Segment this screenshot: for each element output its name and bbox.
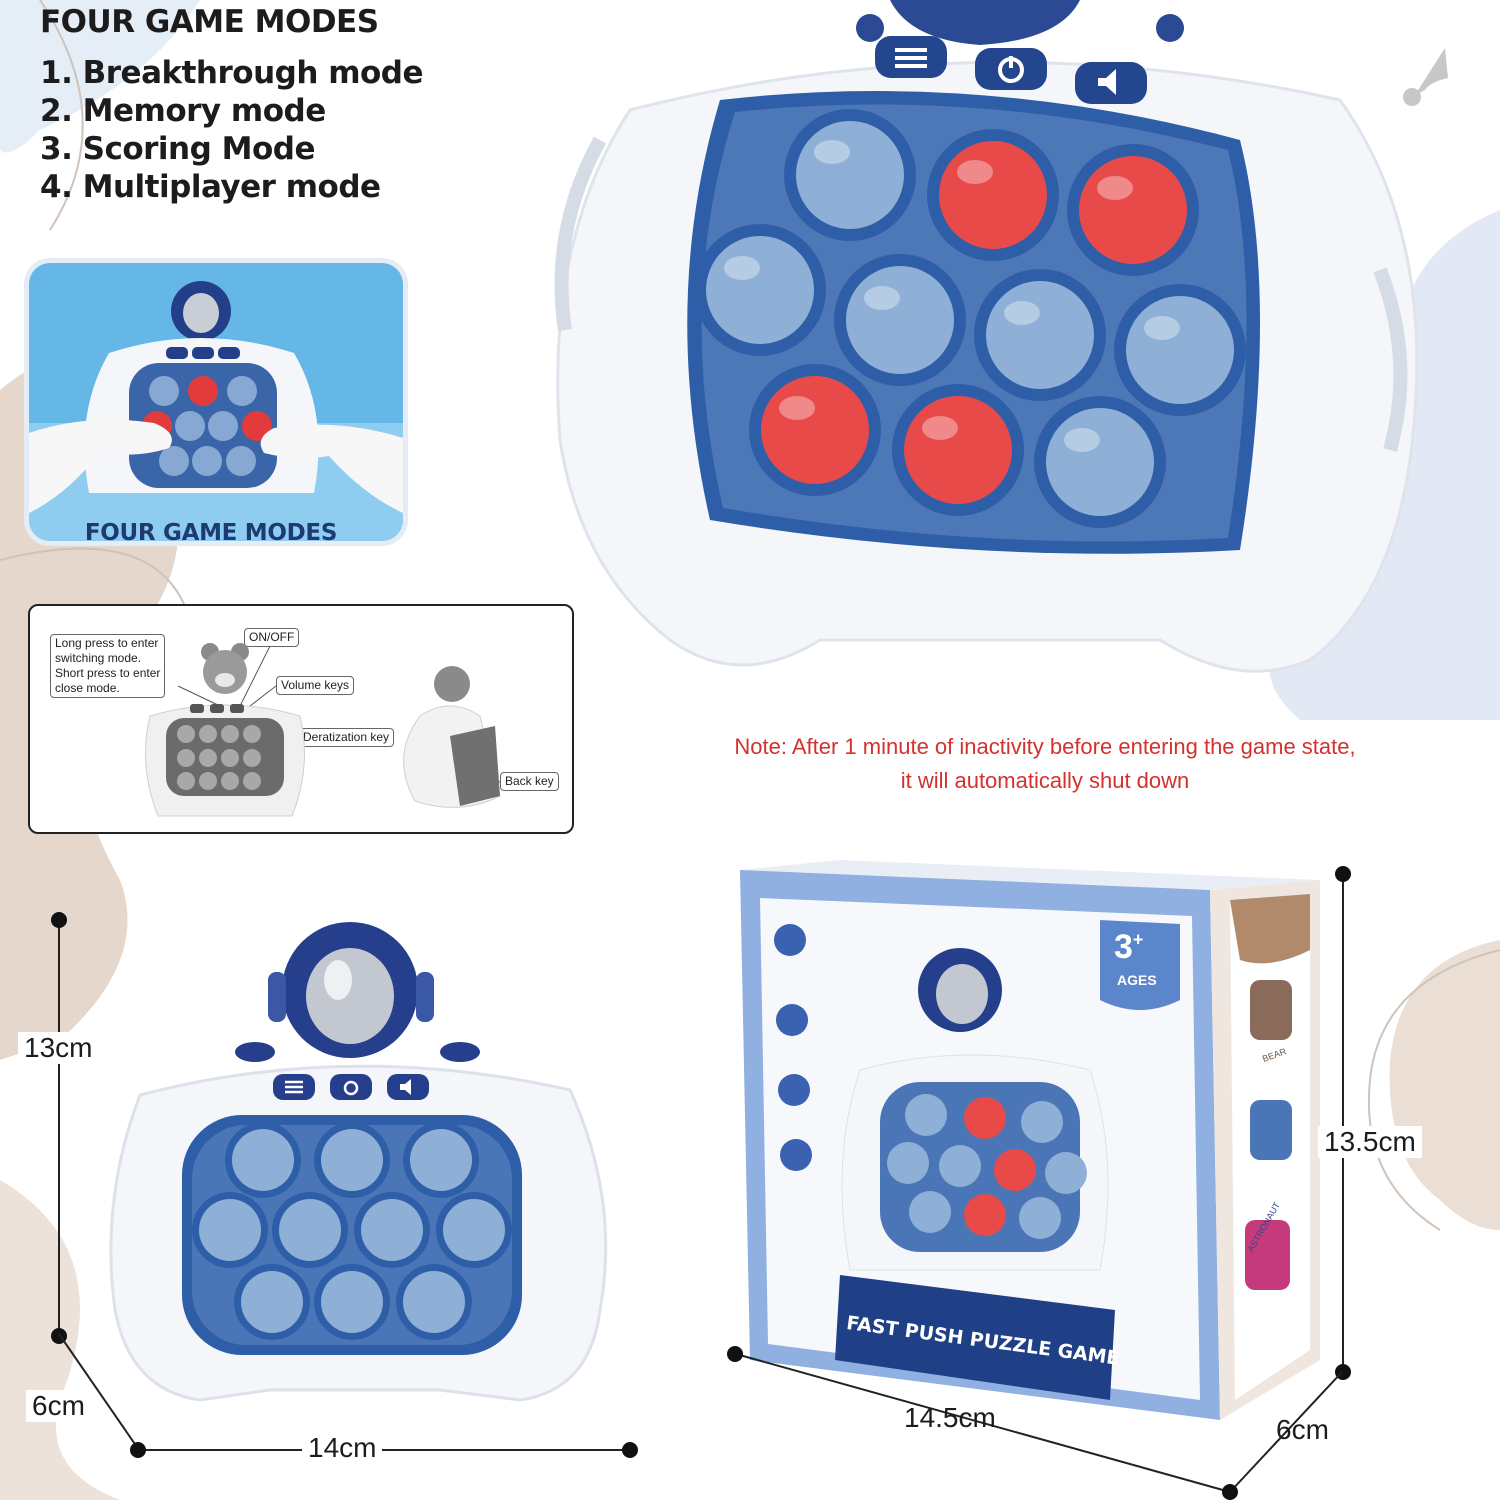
back-key-callout: Back key (500, 772, 559, 791)
guide-illustration (145, 643, 501, 817)
age-badge: 3+ (1114, 928, 1143, 967)
depth-label-box: 6cm (1276, 1414, 1329, 1445)
mode-item: 2. Memory mode (40, 93, 326, 129)
mode-item: 3. Scoring Mode (40, 131, 315, 167)
dimension-dot (51, 912, 67, 928)
on-off-callout: ON/OFF (244, 628, 300, 647)
callout-line: close mode. (55, 681, 120, 695)
control-buttons (875, 36, 1147, 104)
age-plus: + (1132, 929, 1144, 950)
depth-line-small (58, 1333, 140, 1451)
modes-list: 1. Breakthrough mode 2. Memory mode 3. S… (40, 54, 424, 206)
volume-keys-callout: Volume keys (276, 676, 355, 695)
note-line: Note: After 1 minute of inactivity befor… (734, 734, 1356, 759)
closeup-bubbles (694, 109, 1246, 528)
product-box (740, 860, 1320, 1420)
age-label: AGES (1117, 972, 1157, 988)
height-label-box: 13.5cm (1318, 1126, 1422, 1158)
callout-line: switching mode. (55, 651, 142, 665)
note-line: it will automatically shut down (900, 768, 1190, 793)
deratization-key-callout: Deratization key (298, 728, 395, 747)
button-guide-panel: Long press to enter switching mode. Shor… (28, 604, 574, 834)
dimension-dot (622, 1442, 638, 1458)
width-line-small (138, 1449, 628, 1451)
modes-title: FOUR GAME MODES (40, 4, 379, 40)
long-press-callout: Long press to enter switching mode. Shor… (50, 634, 166, 698)
height-line-small (58, 920, 60, 1335)
height-label-small: 13cm (18, 1032, 99, 1064)
callout-line: Short press to enter (55, 666, 161, 680)
box-bottom-lines (735, 1353, 1343, 1493)
inset-caption: FOUR GAME MODES (84, 520, 338, 546)
inset-photo (24, 258, 408, 546)
dimension-dot (130, 1442, 146, 1458)
width-label-box: 14.5cm (904, 1402, 996, 1433)
mode-item: 4. Multiplayer mode (40, 169, 381, 205)
age-number: 3 (1114, 928, 1133, 966)
shutdown-note: Note: After 1 minute of inactivity befor… (640, 730, 1450, 798)
dimension-dot (1335, 866, 1351, 882)
toy-closeup (554, 0, 1419, 673)
depth-label-small: 6cm (26, 1390, 91, 1422)
height-line-box (1342, 876, 1344, 1372)
dimension-dot (1222, 1484, 1238, 1500)
inset-illustration (29, 263, 403, 541)
dimension-dot (727, 1346, 743, 1362)
width-label-small: 14cm (302, 1432, 383, 1464)
toy-front-view (109, 922, 608, 1402)
callout-line: Long press to enter (55, 636, 159, 650)
mode-item: 1. Breakthrough mode (40, 55, 424, 91)
